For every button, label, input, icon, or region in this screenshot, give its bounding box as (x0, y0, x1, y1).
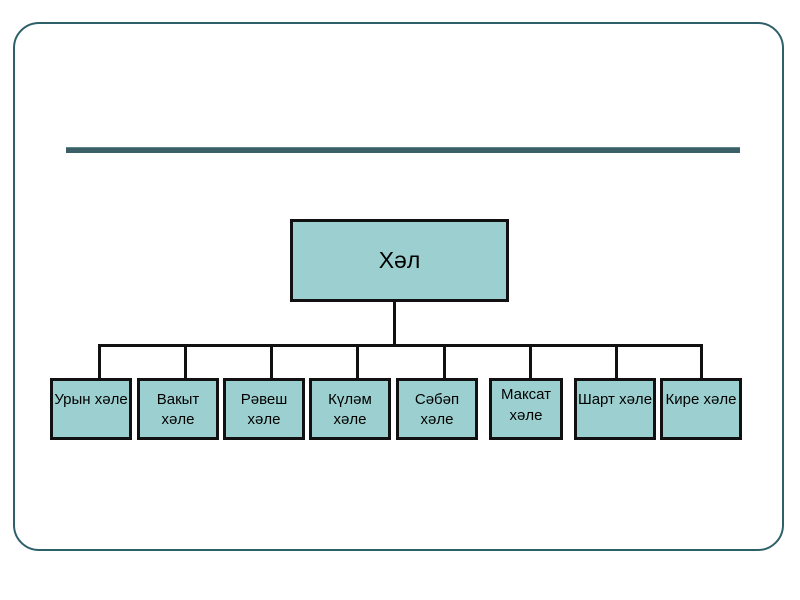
connector-horizontal-bus (98, 344, 703, 347)
connector-drop-3 (270, 344, 273, 380)
chart-node-sabap-hale[interactable]: Сәбәп хәле (396, 378, 478, 440)
connector-drop-5 (443, 344, 446, 380)
connector-drop-6 (529, 344, 532, 380)
chart-node-root[interactable]: Хәл (290, 219, 509, 302)
chart-node-uryn-hale[interactable]: Урын хәле (50, 378, 132, 440)
chart-node-vakyt-hale[interactable]: Вакыт хәле (137, 378, 219, 440)
chart-node-shart-hale[interactable]: Шарт хәле (574, 378, 656, 440)
connector-drop-2 (184, 344, 187, 380)
connector-drop-4 (356, 344, 359, 380)
connector-drop-8 (700, 344, 703, 380)
connector-root-stem (393, 302, 396, 346)
connector-drop-1 (98, 344, 101, 380)
chart-node-kire-hale[interactable]: Кире хәле (660, 378, 742, 440)
title-underline-rule (66, 147, 740, 153)
connector-drop-7 (615, 344, 618, 380)
chart-node-kulam-hale[interactable]: Күләм хәле (309, 378, 391, 440)
chart-node-maksat-hale[interactable]: Максат хәле (489, 378, 563, 440)
chart-node-ravesh-hale[interactable]: Рәвеш хәле (223, 378, 305, 440)
